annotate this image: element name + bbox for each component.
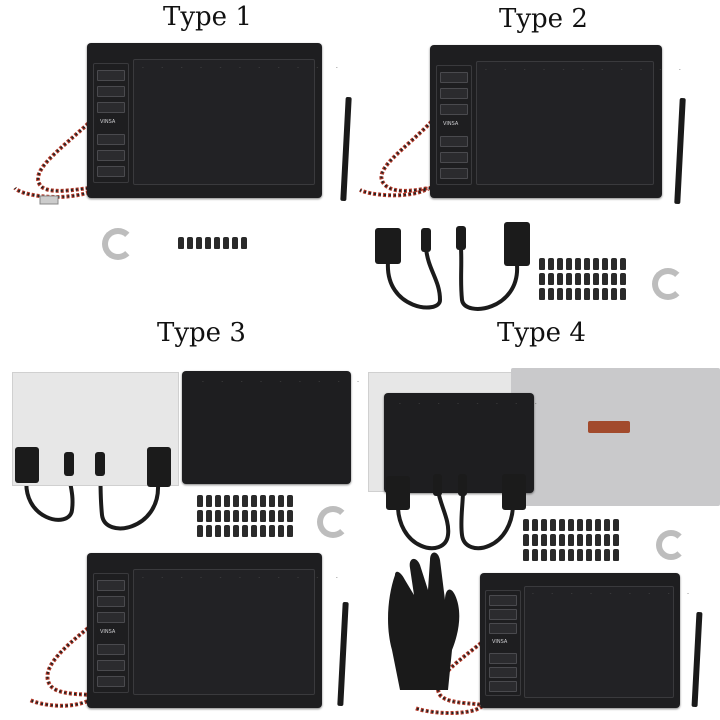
otg-adapter: [375, 228, 401, 264]
tablet-logo: VINSA: [443, 121, 459, 127]
type-3-label: Type 3: [157, 318, 246, 348]
otg-adapter: [15, 447, 39, 483]
tablet-type-1: VINSA - - - - - - - - - - -: [87, 43, 338, 198]
replacement-nibs: [178, 237, 247, 249]
otg-adapter: [504, 222, 530, 266]
leather-tag: [588, 421, 630, 433]
pen-clip-ring: [102, 228, 134, 260]
usb-c-plug: [456, 226, 466, 250]
otg-adapter: [502, 474, 526, 510]
type-2-label: Type 2: [499, 4, 588, 34]
active-area: [524, 586, 674, 698]
replacement-nibs: [197, 495, 293, 537]
pen-clip-ring: [656, 530, 686, 560]
otg-adapter: [386, 476, 410, 510]
type-1-label: Type 1: [163, 2, 252, 32]
felt-sleeve: [511, 368, 720, 506]
tablet-logo: VINSA: [100, 629, 116, 635]
type-4-label: Type 4: [497, 318, 586, 348]
active-area: [133, 59, 315, 185]
express-keys: VINSA: [93, 573, 129, 693]
pen-clip-ring: [317, 506, 349, 538]
tablet-type-4: VINSA - - - - - - - - -: [480, 573, 689, 708]
otg-adapter: [147, 447, 171, 487]
active-area: [133, 569, 315, 695]
express-keys: VINSA: [436, 65, 472, 185]
replacement-nibs: [523, 519, 619, 561]
tablet-type-3-flat: - - - - - - - - -: [182, 371, 359, 484]
tablet-logo: VINSA: [492, 639, 508, 645]
pen-clip-ring: [652, 268, 684, 300]
tablet-type-2: VINSA - - - - - - - - - - -: [430, 45, 681, 198]
express-keys: VINSA: [485, 590, 521, 696]
usb-c-plug: [64, 452, 74, 476]
replacement-nibs: [539, 258, 626, 300]
drawing-glove: [385, 550, 465, 695]
tablet-type-3: VINSA - - - - - - - - - - -: [87, 553, 338, 708]
active-area: [476, 61, 654, 185]
usb-c-plug: [95, 452, 105, 476]
usb-c-plug: [458, 474, 467, 496]
usb-c-plug: [433, 474, 442, 496]
tablet-logo: VINSA: [100, 119, 116, 125]
usb-c-plug: [421, 228, 431, 252]
express-keys: VINSA: [93, 63, 129, 183]
